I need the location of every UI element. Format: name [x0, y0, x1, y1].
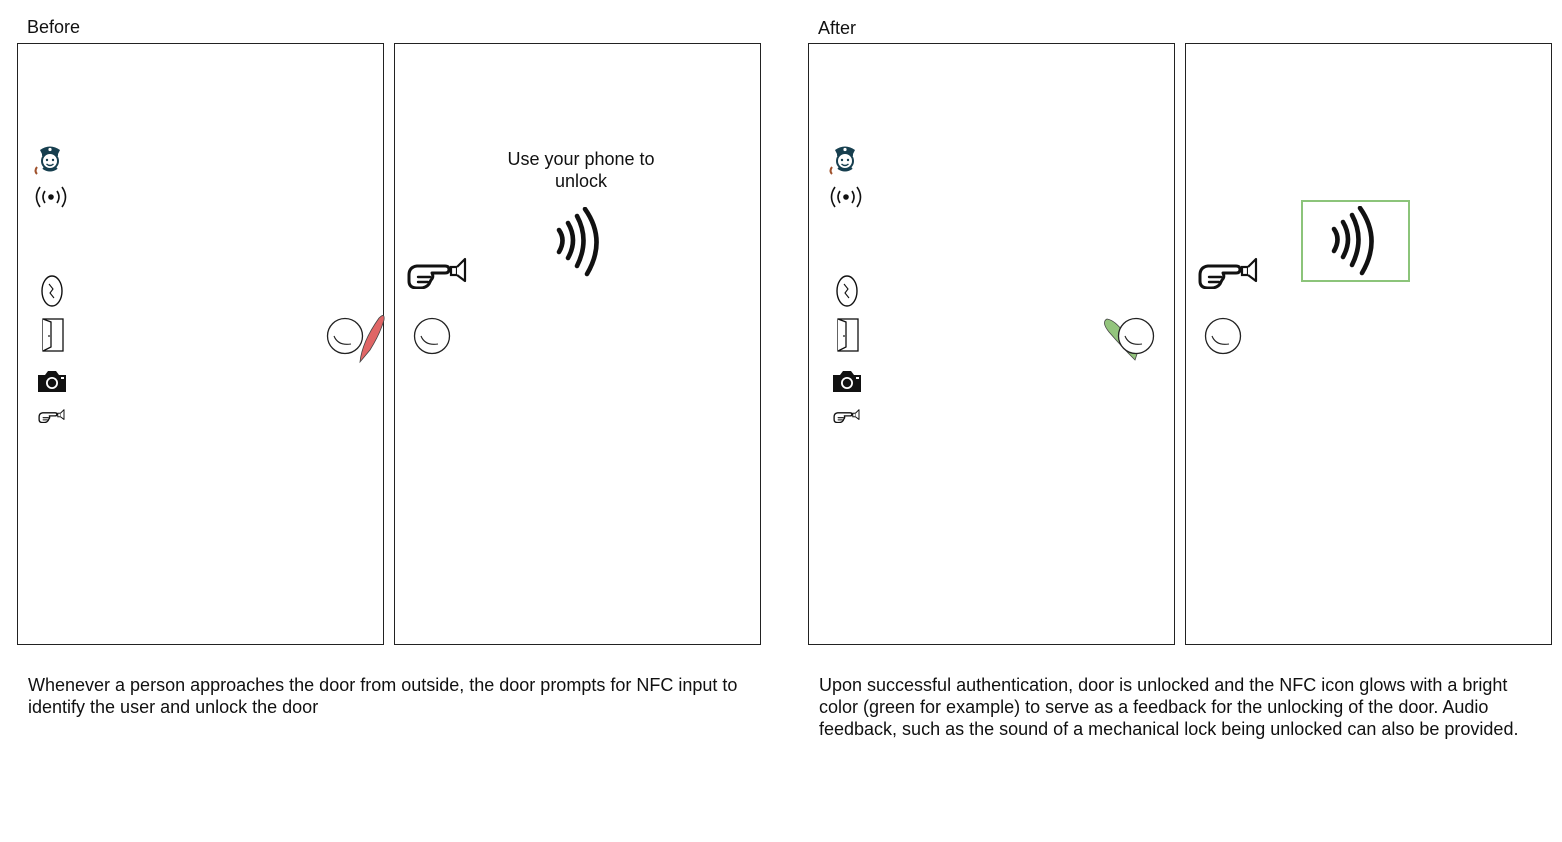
- after-title: After: [818, 18, 857, 38]
- doorbell-icon: [832, 407, 862, 423]
- doorbell-icon[interactable]: [405, 253, 471, 289]
- door-handle-locked[interactable]: [318, 284, 388, 364]
- nfc-icon[interactable]: [1330, 206, 1378, 276]
- door-icon: [40, 317, 66, 353]
- door-icon: [835, 317, 861, 353]
- nfc-glow-frame: [1301, 200, 1410, 282]
- wireless-signal-icon: [826, 182, 866, 212]
- wireless-signal-icon: [31, 182, 71, 212]
- nfc-icon[interactable]: [555, 207, 603, 277]
- door-handle-unlocked[interactable]: [1091, 284, 1161, 364]
- nfc-prompt-text: Use your phone to unlock: [507, 149, 655, 191]
- security-guard-icon: [827, 141, 863, 177]
- before-outside-panel: Use your phone to unlock: [394, 43, 761, 645]
- before-description: Whenever a person approaches the door fr…: [28, 675, 738, 717]
- after-outside-panel: [1185, 43, 1552, 645]
- doorbell-icon: [37, 407, 67, 423]
- doorbell-icon[interactable]: [1196, 253, 1262, 289]
- camera-icon: [36, 368, 68, 394]
- door-knob-icon[interactable]: [1203, 316, 1243, 356]
- after-description: Upon successful authentication, door is …: [819, 675, 1519, 739]
- nfc-tag-icon: [835, 274, 859, 308]
- before-title: Before: [27, 17, 81, 37]
- after-inside-panel: [808, 43, 1175, 645]
- nfc-tag-icon: [40, 274, 64, 308]
- camera-icon: [831, 368, 863, 394]
- door-knob-icon[interactable]: [412, 316, 452, 356]
- security-guard-icon: [32, 141, 68, 177]
- before-inside-panel: [17, 43, 385, 645]
